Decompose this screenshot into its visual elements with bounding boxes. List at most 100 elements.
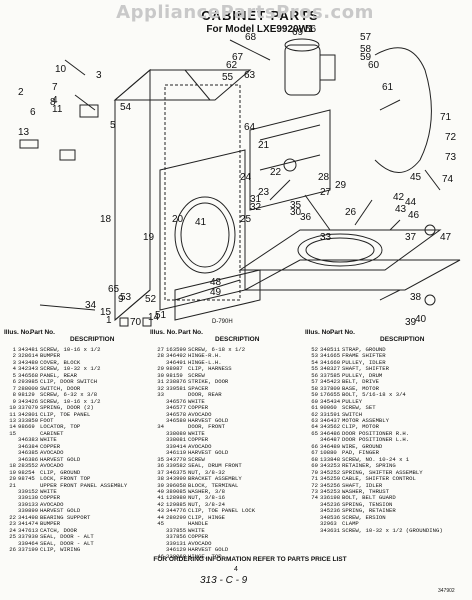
callout-number: 41: [195, 217, 207, 228]
part-description: SWITCH, DOOR: [40, 384, 81, 392]
part-description: CLIP, TOE PANEL LOCK: [188, 507, 256, 515]
callout-number: 62: [226, 60, 238, 71]
illus-number: 46: [157, 552, 164, 560]
description-header-1: DESCRIPTION: [70, 336, 115, 343]
part-description: AVOCADO: [188, 410, 212, 418]
part-description: SEAL, DRUM FRONT: [188, 462, 242, 470]
callout-number: 6: [30, 107, 36, 118]
exploded-view-diagram: 1234567891011131415181920212223242526272…: [18, 24, 461, 328]
callout-number: 2: [18, 87, 24, 98]
part-number: 339131: [166, 539, 187, 547]
part-number: 342801: [18, 410, 39, 418]
part-number: 345253: [320, 487, 341, 495]
part-description: SCREW, 10-16 x 1/2: [40, 346, 101, 353]
callout-number: 30: [290, 207, 302, 218]
illus-number: 18: [9, 462, 16, 470]
callout-number: 28: [318, 172, 330, 183]
part-no-header-1: Part No.: [30, 329, 55, 336]
illus-number: 28: [157, 352, 164, 360]
part-number: 346576: [166, 397, 187, 405]
part-number: 342343: [18, 365, 39, 373]
part-number: 339464: [18, 539, 39, 547]
part-description: HARVEST GOLD: [188, 546, 229, 554]
illus-number: 66: [311, 442, 318, 450]
callout-number: 49: [210, 287, 222, 298]
part-description: BRACKET ASSEMBLY: [188, 475, 242, 483]
part-description: SCREW, ERSION: [342, 513, 386, 521]
callout-number: 14: [148, 312, 160, 323]
part-description: HINGE-R.H.: [188, 352, 222, 360]
part-description: CLIP, DOOR SWITCH: [40, 378, 98, 386]
part-description: COPPER: [188, 436, 209, 444]
callout-number: 7: [52, 82, 58, 93]
part-description: BELT, DRIVE: [342, 378, 379, 386]
part-number: 389085: [166, 487, 187, 495]
illus-number: 74: [311, 494, 318, 502]
part-number: 288000: [18, 384, 39, 392]
illus-number: 14: [9, 423, 16, 431]
part-description: COPPER: [40, 442, 61, 450]
part-description: UPPER FRONT PANEL ASSEMBLY: [40, 481, 128, 489]
illus-number: 20: [9, 475, 16, 483]
part-description: BOLT, 5/16-18 x 3/4: [342, 391, 406, 399]
part-description: BASE, MOTOR: [342, 384, 379, 392]
callout-number: 10: [55, 64, 67, 75]
part-number: 337856: [166, 533, 187, 541]
illus-number: 15: [9, 429, 16, 437]
part-description: WASHER, 3/8: [188, 487, 225, 495]
part-description: CLIP, MOTOR: [342, 423, 379, 431]
callout-number: 39: [405, 317, 417, 328]
part-number: 346386: [18, 455, 39, 463]
part-number: 345423: [320, 378, 341, 386]
part-description: PULLEY: [342, 397, 363, 405]
illus-number: 61: [311, 404, 318, 412]
illus-number: 1: [12, 346, 16, 353]
part-number: 346492: [166, 352, 187, 360]
callout-number: 33: [320, 232, 332, 243]
part-description: AVOCADO: [188, 539, 212, 547]
part-number: 280299: [166, 513, 187, 521]
illus-number: 68: [311, 455, 318, 463]
part-number: 90060: [320, 404, 337, 412]
part-description: CATCH, DOOR: [40, 526, 77, 534]
illus-number: 8: [12, 391, 16, 399]
part-description: CLIP, GROUND: [40, 468, 81, 476]
callout-number: 69: [292, 27, 304, 38]
diagram-code: D-790H: [212, 319, 233, 325]
part-description: AVOCADO: [40, 449, 64, 457]
illus-number: 21: [9, 481, 16, 489]
part-number: 348536: [320, 513, 341, 521]
description-header-3: DESCRIPTION: [380, 336, 425, 343]
part-number: 337585: [320, 371, 341, 379]
frame-shifter: [249, 109, 331, 211]
part-description: STRIKE, DOOR: [188, 378, 229, 386]
motor: [284, 44, 321, 96]
illus-number: 35: [157, 455, 164, 463]
illus-number: 69: [311, 462, 318, 470]
callout-number: 13: [18, 127, 30, 138]
part-description: SCREW, SET: [342, 404, 376, 412]
illus-number: 39: [157, 481, 164, 489]
illus-number: 73: [311, 487, 318, 495]
part-description: MOTOR ASSEMBLY: [342, 416, 389, 424]
callout-number: 70: [130, 317, 142, 328]
